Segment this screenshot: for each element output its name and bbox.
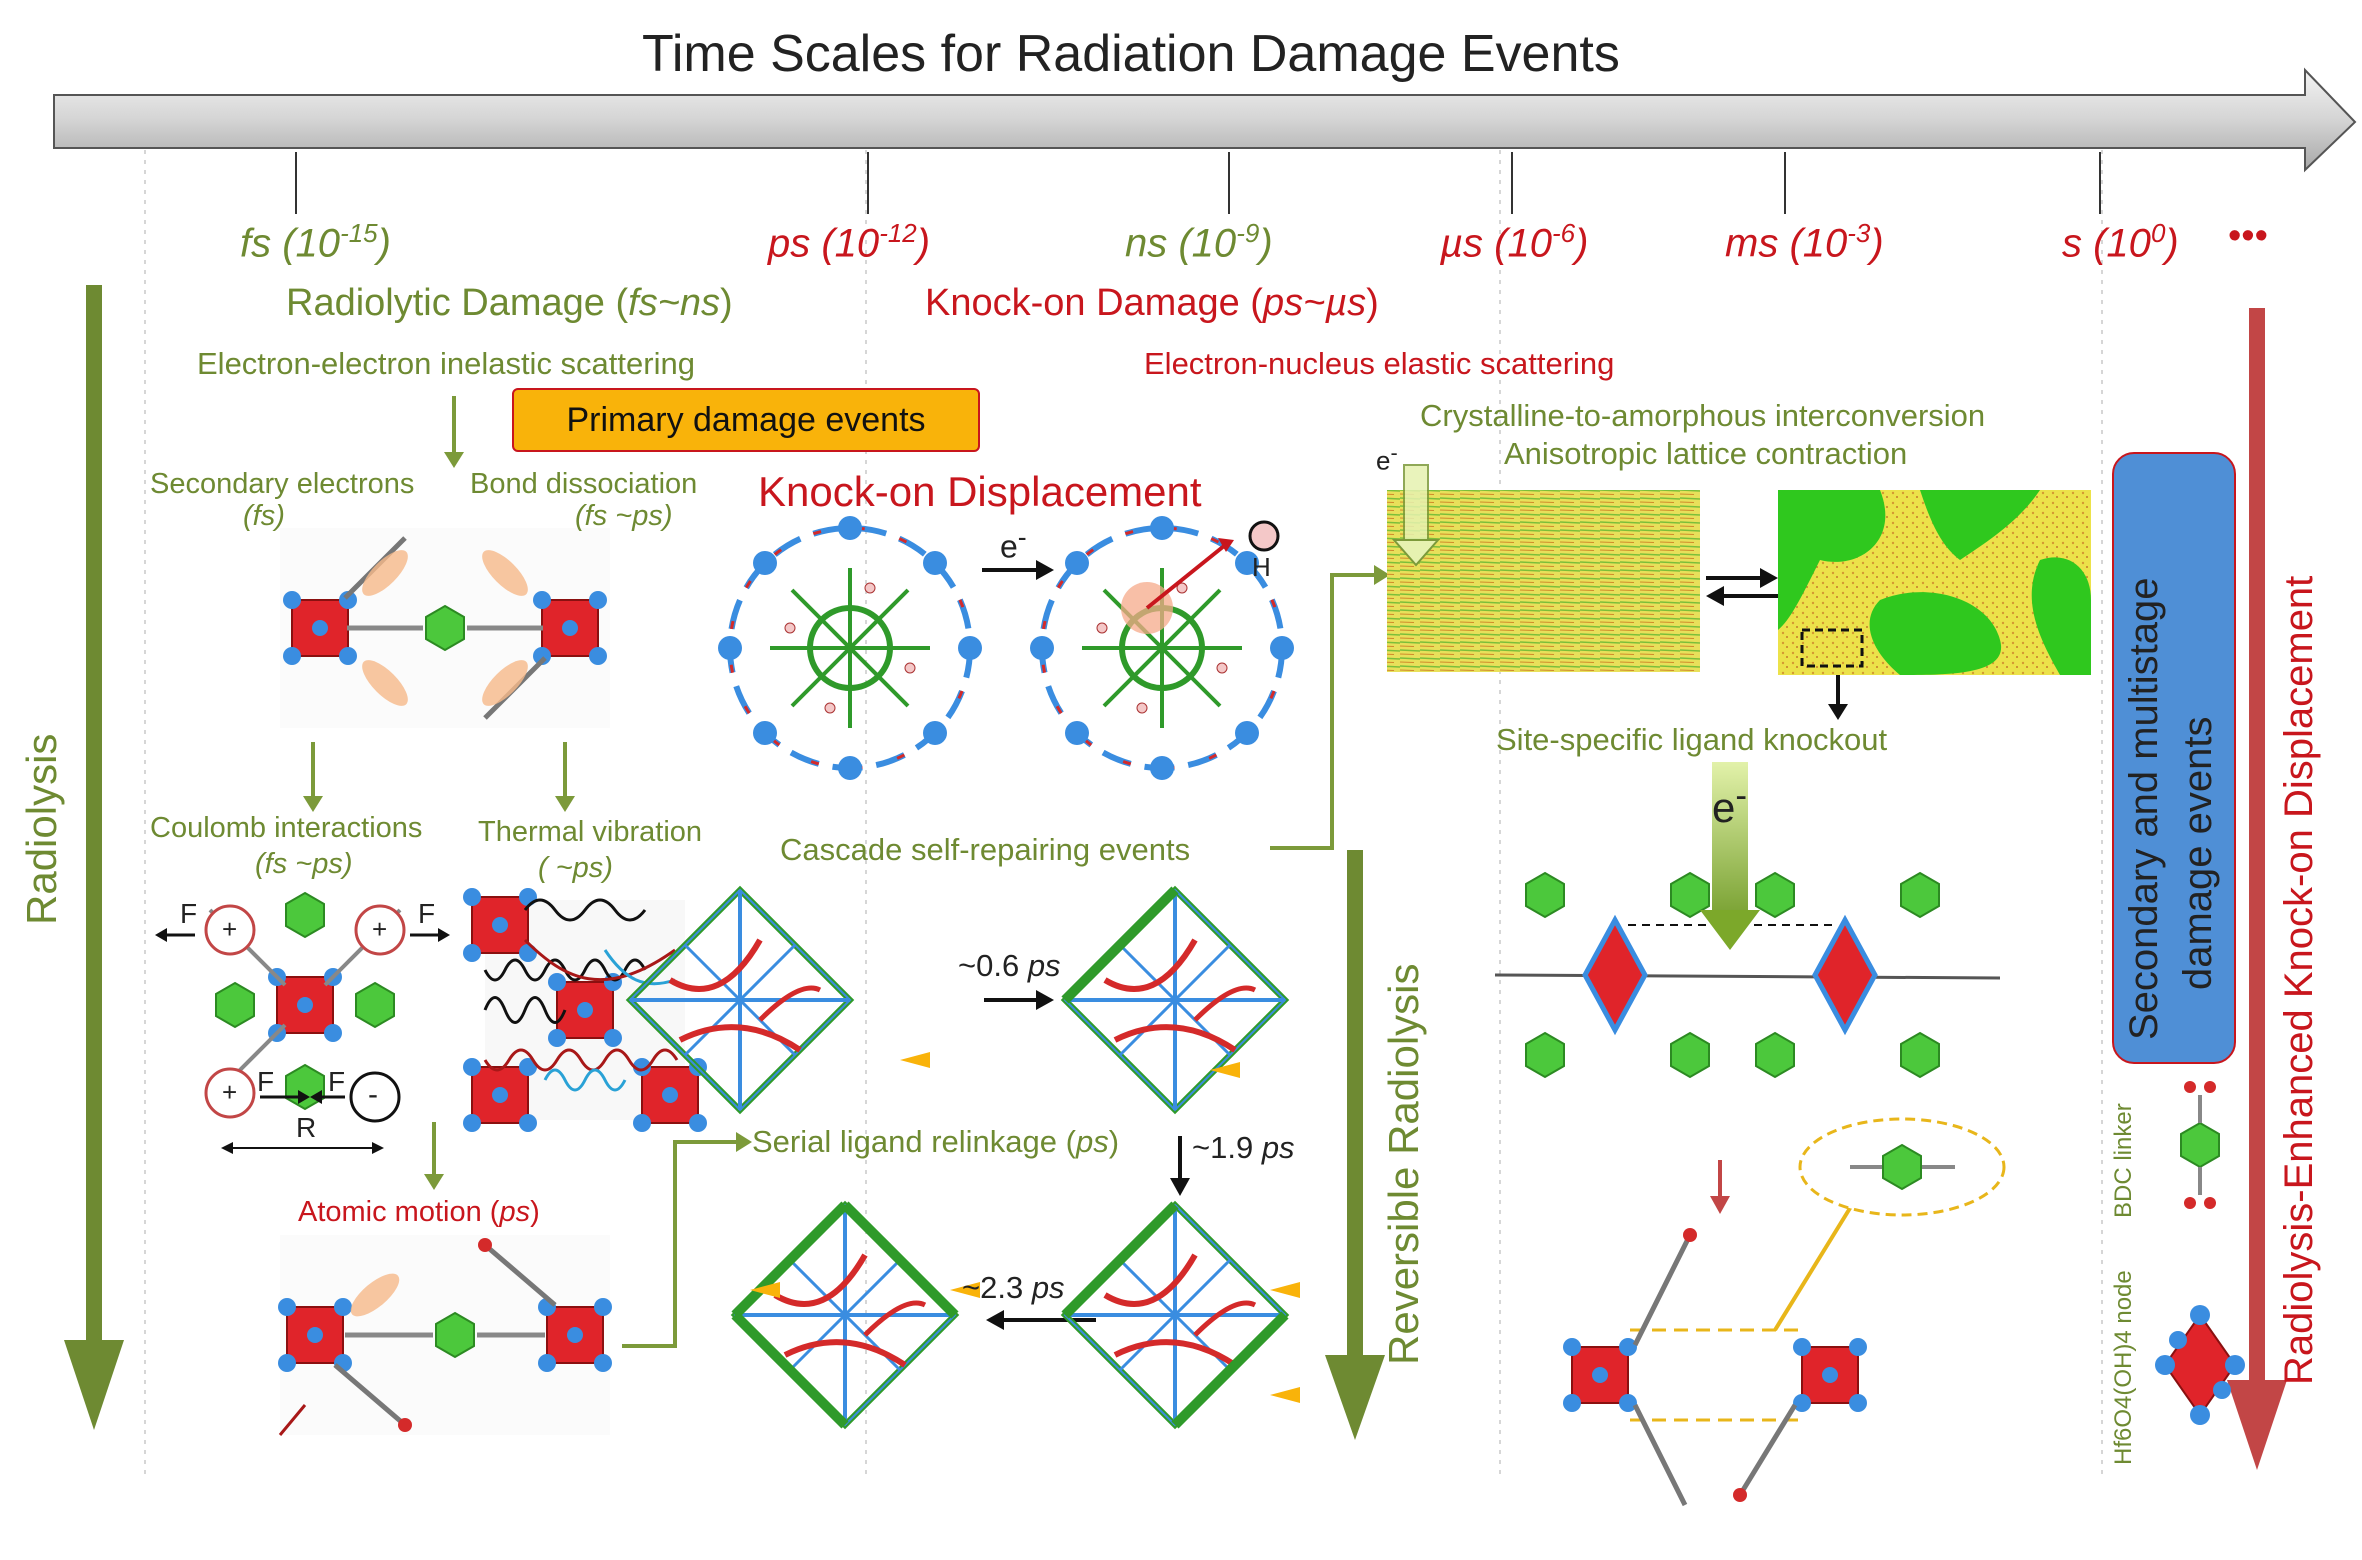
enhanced-knockon-arrow xyxy=(2227,308,2287,1470)
octahedron-3 xyxy=(1061,1201,1289,1429)
bdc-linker-label: BDC linker xyxy=(2110,1103,2137,1218)
thermal-vibration-graphic xyxy=(462,887,708,1133)
electron-label-knockon: e- xyxy=(1000,522,1027,565)
force-label-bottom-right: F xyxy=(328,1066,346,1097)
electron-beam-crystal xyxy=(1391,464,1441,567)
serial-ligand-relinkage-label: Serial ligand relinkage (ps) xyxy=(752,1124,1120,1159)
electron-label-beam: e- xyxy=(1712,776,1748,831)
removed-linker-callout xyxy=(1798,1117,2006,1217)
octahedron-2 xyxy=(1061,886,1285,1110)
secondary-multistage-line1: Secondary and multistage xyxy=(2122,577,2166,1041)
radiolysis-arrow xyxy=(64,285,124,1430)
distance-label: R xyxy=(296,1112,317,1143)
bond-dissociation-label: Bond dissociation xyxy=(470,468,698,500)
timescale-ms: ms (10-3) xyxy=(1725,218,1884,266)
knockon-damage-heading: Knock-on Damage (ps~µs) xyxy=(925,282,1379,324)
timescale-us: µs (10-6) xyxy=(1440,218,1589,266)
timeline-ticks xyxy=(295,152,2101,214)
hf-node-label: Hf6O4(OH)4 node xyxy=(2110,1270,2137,1465)
secondary-electrons-time: (fs) xyxy=(243,500,285,532)
plus-charge-3: + xyxy=(222,1077,238,1107)
timescale-ns: ns (10-9) xyxy=(1125,218,1273,266)
bdc-linker-icon xyxy=(2180,1081,2220,1209)
timescale-s: s (100) xyxy=(2062,218,2179,266)
primary-damage-events-badge: Primary damage events xyxy=(512,388,980,452)
timeline-arrow xyxy=(53,67,2357,173)
octahedron-4 xyxy=(731,1201,959,1429)
coulomb-time: (fs ~ps) xyxy=(255,848,353,880)
diagram-title: Time Scales for Radiation Damage Events xyxy=(642,25,1620,83)
time-label-3: ~2.3 ps xyxy=(962,1270,1065,1305)
cascade-self-repairing-label: Cascade self-repairing events xyxy=(780,832,1191,867)
enhanced-knockon-label: Radiolysis-Enhanced Knock-on Displacemen… xyxy=(2277,575,2321,1385)
coulomb-interactions-label: Coulomb interactions xyxy=(150,812,423,844)
anisotropic-contraction-label: Anisotropic lattice contraction xyxy=(1504,436,1908,471)
en-scattering-label: Electron-nucleus elastic scattering xyxy=(1144,346,1615,381)
secondary-electrons-label: Secondary electrons xyxy=(150,468,415,500)
plus-charge-1: + xyxy=(222,914,238,944)
time-label-1: ~0.6 ps xyxy=(958,948,1061,983)
coulomb-interaction-graphic xyxy=(155,892,450,1154)
mof-fragment-final xyxy=(1562,1198,1868,1507)
mof-pore-before xyxy=(718,516,982,780)
minus-charge: - xyxy=(368,1078,378,1111)
force-label-bottom-left: F xyxy=(257,1066,275,1097)
atomic-motion-graphic xyxy=(277,1235,613,1436)
ee-scattering-label: Electron-electron inelastic scattering xyxy=(197,346,695,381)
secondary-multistage-line2: damage events xyxy=(2176,716,2220,990)
flow-arrows xyxy=(303,396,1390,1348)
secondary-multistage-box xyxy=(2112,452,2236,1064)
column-guides xyxy=(144,150,2103,1480)
electron-label-crystal: e- xyxy=(1376,440,1398,476)
timescale-ps: ps (10-12) xyxy=(768,218,931,266)
process-arrows xyxy=(982,560,1848,1330)
force-label-left: F xyxy=(180,898,198,929)
knockon-displacement-label: Knock-on Displacement xyxy=(758,468,1202,515)
crystalline-amorphous-label: Crystalline-to-amorphous interconversion xyxy=(1420,398,1986,433)
bond-dissociation-time: (fs ~ps) xyxy=(575,500,673,532)
reversible-radiolysis-arrow xyxy=(1325,850,1385,1440)
timescale-ellipsis: ••• xyxy=(2228,215,2268,257)
hydrogen-label: H xyxy=(1252,552,1271,582)
ligand-knockout-structure xyxy=(1494,762,2001,1078)
site-specific-knockout-label: Site-specific ligand knockout xyxy=(1496,722,1888,757)
plus-charge-2: + xyxy=(372,914,388,944)
radiolytic-damage-heading: Radiolytic Damage (fs~ns) xyxy=(286,282,733,324)
amorphous-image xyxy=(1778,490,2091,675)
thermal-vibration-label: Thermal vibration xyxy=(478,816,703,848)
radiolysis-label: Radiolysis xyxy=(18,733,65,925)
knockout-down-arrow xyxy=(1710,1160,1730,1214)
hf-node-icon xyxy=(2155,1305,2245,1425)
timescale-fs: fs (10-15) xyxy=(240,218,391,266)
force-label-right: F xyxy=(418,898,436,929)
thermal-time: ( ~ps) xyxy=(538,852,613,884)
atomic-motion-label: Atomic motion (ps) xyxy=(298,1196,540,1228)
reversible-radiolysis-label: Reversible Radiolysis xyxy=(1380,963,1427,1365)
time-label-2: ~1.9 ps xyxy=(1192,1130,1295,1165)
repair-markers xyxy=(750,1052,1300,1403)
mof-pore-after xyxy=(1030,516,1294,780)
crystalline-image xyxy=(1387,490,1700,672)
mof-fragment-initial xyxy=(280,528,610,728)
